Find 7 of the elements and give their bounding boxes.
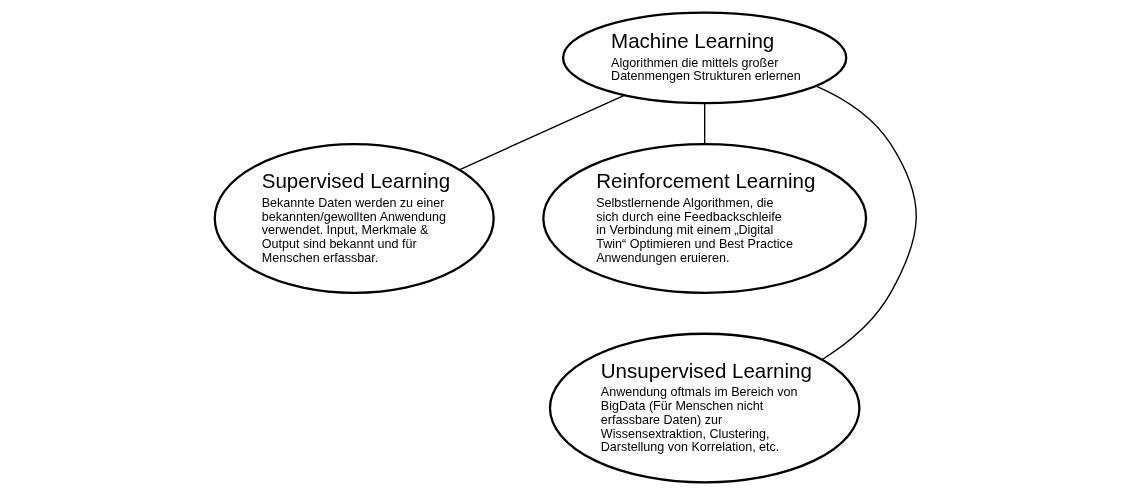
connector [703, 102, 705, 145]
node-ellipse: Reinforcement Learning Selbstlernende Algorithmen, die sich durch eine Feedbackschleife in Verbindung mit einem „Digital Twin“ Optimieren und Best Practice Anwendungen eruieren. [541, 142, 867, 294]
connector [458, 94, 625, 171]
node-ellipse: Unsupervised Learning Anwendung oftmals im Bereich von BigData (Für Menschen nicht erfassbare Daten) zur Wissensextraktion, Clustering, Darstellung von Korrelation, etc. [548, 332, 861, 484]
connector [814, 85, 917, 361]
node-ellipse: Supervised Learning Bekannte Daten werden zu einer bekannten/gewollten Anwendung verwendet. Input, Merkmale & Output sind bekannt und für Menschen erfassbar. [213, 142, 495, 294]
node-ellipse: Machine Learning Algorithmen die mittels großer Datenmengen Strukturen erlernen [561, 11, 847, 105]
